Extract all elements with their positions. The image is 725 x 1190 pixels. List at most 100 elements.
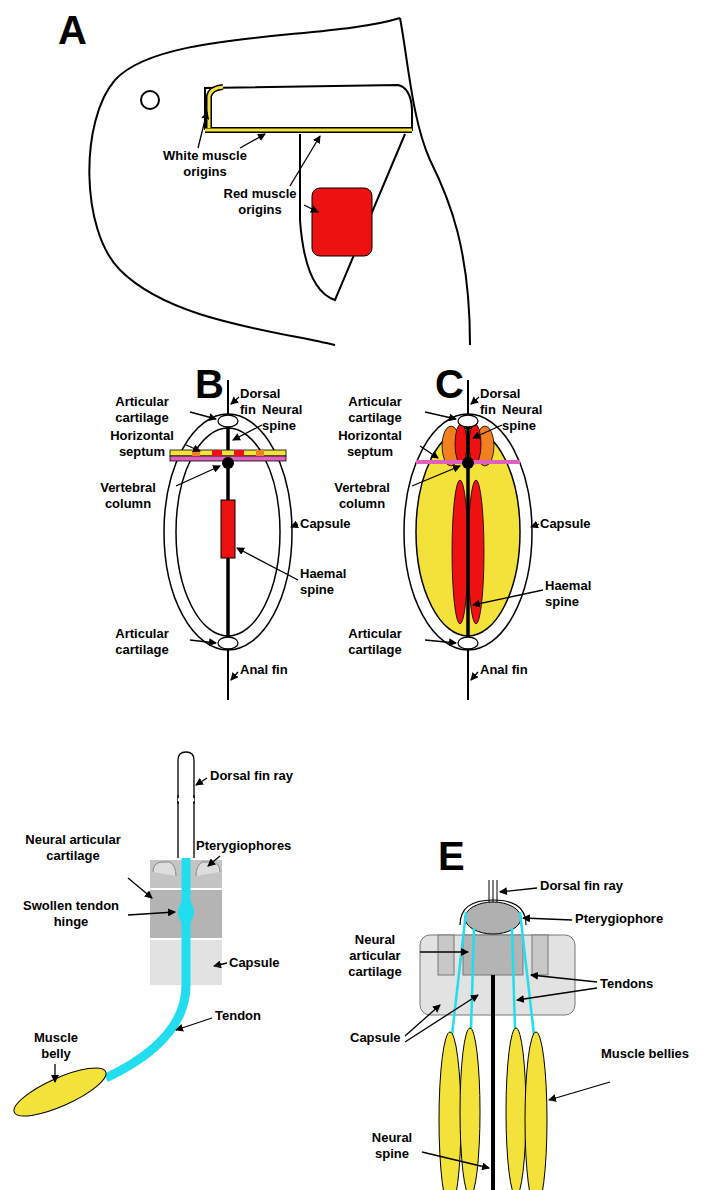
line-shape (240, 134, 265, 148)
line-shape (471, 397, 479, 404)
line-shape (128, 878, 152, 898)
fin-joint-front (420, 880, 575, 1190)
panel-letter: C (435, 362, 464, 406)
rect-shape (212, 450, 222, 456)
g-shape (452, 912, 534, 1035)
line-shape (422, 1152, 489, 1168)
line-shape (517, 988, 597, 1000)
line-shape (304, 205, 318, 212)
part-label: White muscle origins (150, 148, 260, 180)
panel-letter: A (58, 8, 87, 52)
fish-head (89, 18, 470, 345)
panel-letter: E (438, 834, 465, 878)
ellipse-shape (404, 414, 532, 650)
line-shape (208, 856, 220, 866)
part-label: Anal fin (240, 662, 290, 678)
panel-letter: B (195, 362, 224, 406)
line-shape (237, 548, 298, 580)
line-shape (420, 951, 468, 952)
rect-shape (532, 935, 548, 975)
line-shape (290, 136, 320, 186)
line-shape (291, 524, 298, 527)
part-label: Articular cartilage (92, 394, 192, 426)
line-shape (196, 778, 207, 785)
path-shape (512, 928, 515, 1030)
fin-joint-side (9, 752, 222, 1125)
line-shape (425, 412, 456, 419)
path-shape (209, 87, 223, 128)
ellipse-shape (164, 414, 292, 650)
part-label: Capsule (350, 1030, 401, 1046)
part-label: Tendon (215, 1008, 261, 1024)
line-shape (193, 795, 194, 805)
line-shape (178, 798, 194, 802)
path-shape (196, 862, 220, 876)
part-label: Capsule (300, 516, 351, 532)
part-label: Dorsal fin ray (540, 878, 670, 894)
ellipse-shape (218, 415, 238, 427)
circle-shape (222, 457, 234, 469)
line-shape (425, 640, 456, 643)
circle-shape (141, 91, 159, 109)
path-shape (205, 129, 412, 132)
ellipse-shape (452, 480, 468, 624)
red-muscle-origin (312, 188, 372, 256)
part-label: Swollen tendon hinge (15, 898, 127, 930)
rect-shape (420, 935, 575, 1015)
line-shape (473, 425, 502, 438)
path-shape (300, 134, 405, 300)
rect-shape (234, 450, 244, 456)
part-label: Haemal spine (300, 566, 360, 598)
part-label: Neural articular cartilage (330, 932, 420, 980)
white-muscle-origin (205, 87, 412, 130)
part-label: Horizontal septum (92, 428, 192, 460)
line-shape (233, 425, 262, 440)
path-shape (400, 18, 470, 345)
part-label: Dorsal fin ray (210, 768, 340, 784)
part-label: Neural spine (262, 402, 322, 434)
leader-lines (405, 888, 610, 1168)
line-shape (176, 466, 220, 486)
line-shape (128, 912, 175, 915)
line-shape (467, 380, 469, 700)
line-shape (412, 466, 460, 486)
line-shape (500, 888, 537, 892)
part-label: Articular cartilage (325, 626, 425, 658)
line-shape (531, 975, 597, 982)
line-shape (473, 590, 543, 605)
line-shape (186, 445, 200, 451)
line-shape (497, 880, 498, 902)
ellipse-shape (178, 900, 194, 924)
ellipse-shape (9, 1059, 112, 1125)
leader-lines (176, 397, 298, 680)
line-shape (190, 412, 216, 419)
part-label: Haemal spine (545, 578, 605, 610)
part-label: Horizontal septum (320, 428, 420, 460)
line-shape (471, 672, 478, 680)
line-shape (231, 672, 238, 680)
part-label: Neural spine (502, 402, 562, 434)
path-shape (471, 928, 474, 1030)
rect-shape (256, 450, 264, 456)
path-shape (520, 912, 534, 1035)
line-shape (198, 112, 207, 148)
path-shape (178, 752, 194, 858)
ellipse-shape (525, 1032, 547, 1190)
part-label: Tendons (600, 976, 653, 992)
line-shape (231, 397, 239, 404)
line-shape (491, 975, 495, 1190)
part-label: Muscle bellies (600, 1046, 690, 1062)
path-shape (209, 87, 223, 128)
part-label: Red muscle origins (220, 186, 300, 218)
line-shape (531, 524, 539, 527)
circle-shape (462, 457, 474, 469)
path-shape (452, 912, 466, 1035)
leader-lines (55, 778, 227, 1082)
rect-shape (438, 935, 454, 975)
line-shape (54, 1064, 55, 1082)
ellipse-shape (218, 637, 238, 649)
part-label: Capsule (229, 955, 280, 971)
line-shape (549, 1082, 610, 1100)
